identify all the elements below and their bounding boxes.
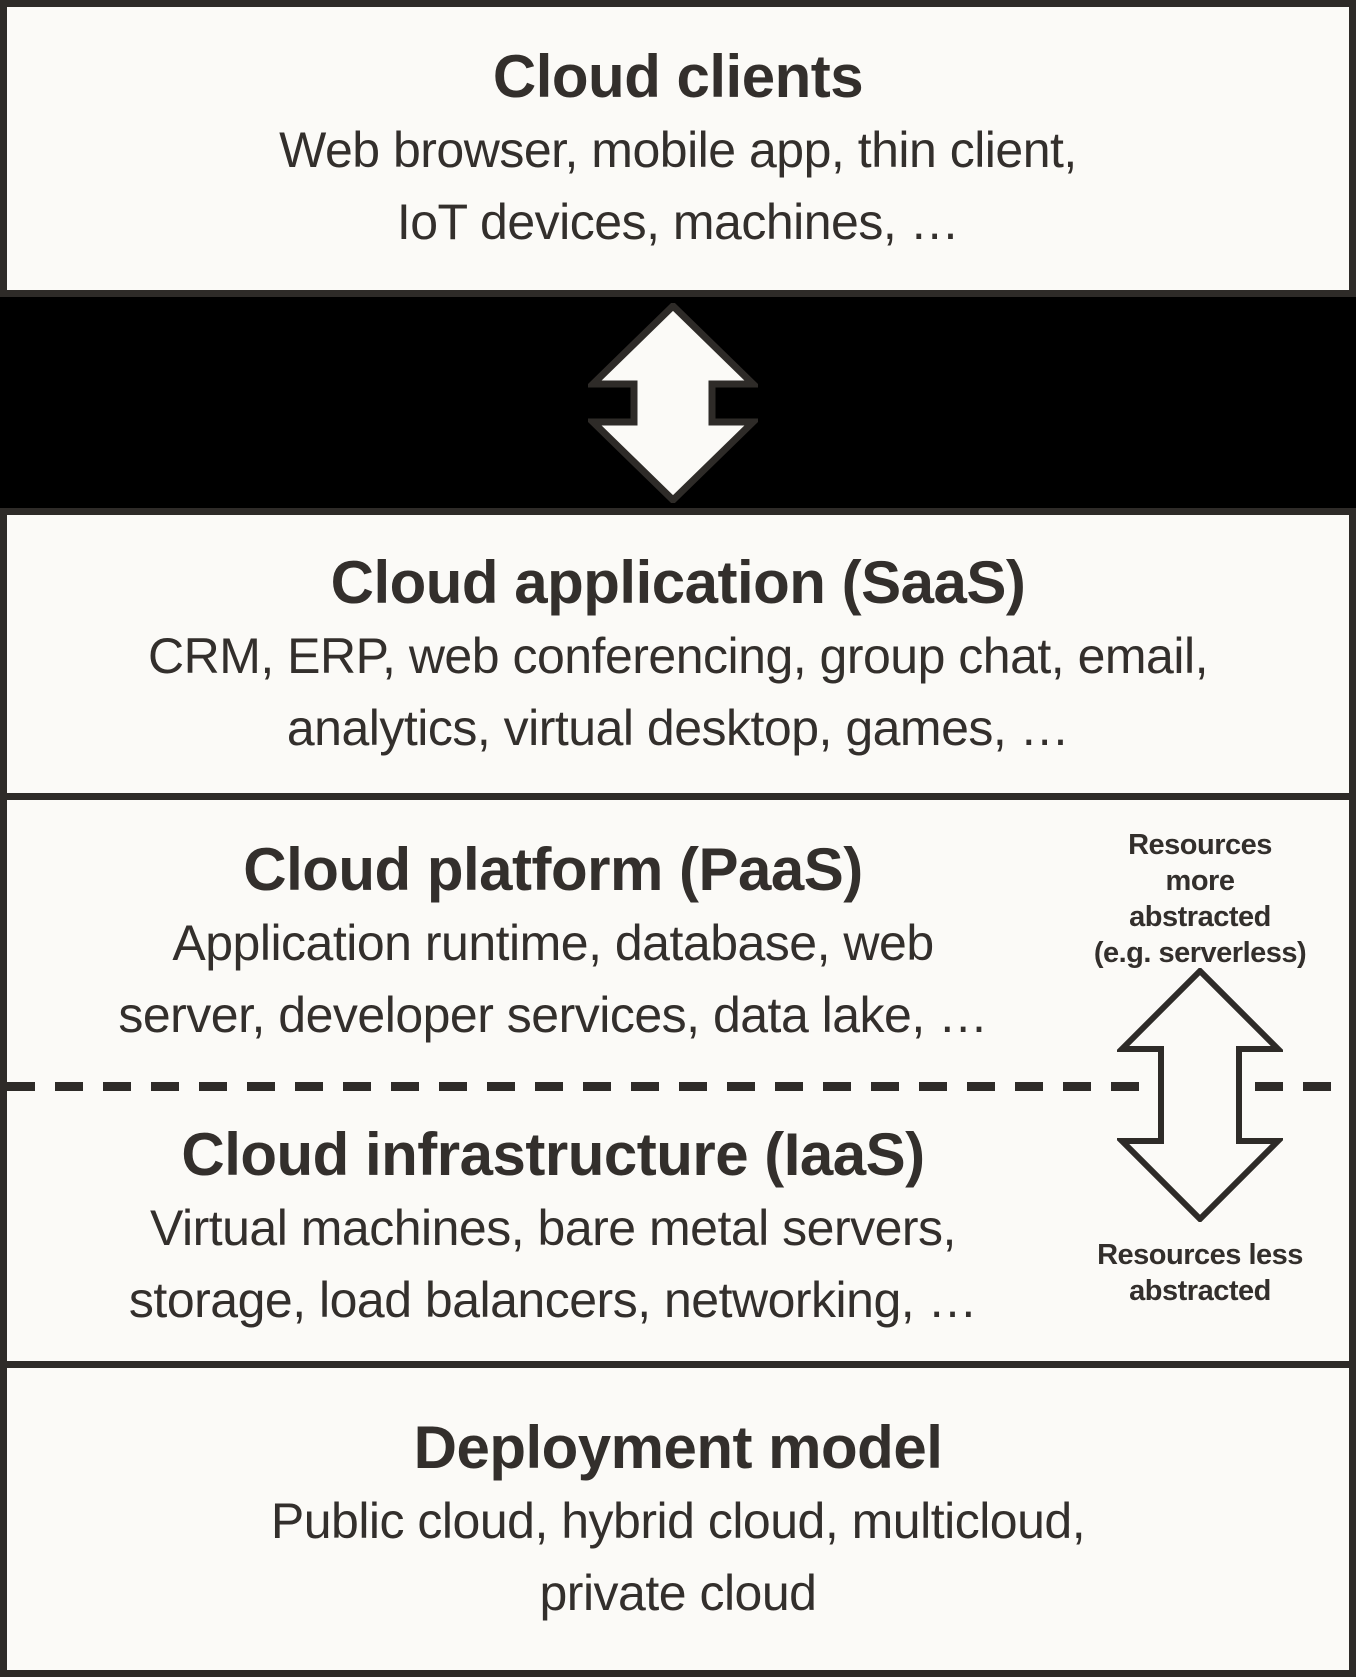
paas-body: Application runtime, database, web serve…	[118, 914, 988, 1043]
cloud-clients-title: Cloud clients	[492, 43, 864, 110]
paas-title: Cloud platform (PaaS)	[243, 835, 863, 903]
service-model-stack: Cloud application (SaaS) CRM, ERP, web c…	[0, 508, 1356, 1677]
iaas-title: Cloud infrastructure (IaaS)	[181, 1120, 925, 1188]
resources-less-abstracted-label: Resources less abstracted	[1097, 1239, 1303, 1307]
saas-body: CRM, ERP, web conferencing, group chat, …	[148, 627, 1208, 756]
saas-section: Cloud application (SaaS) CRM, ERP, web c…	[7, 515, 1349, 800]
clients-application-double-arrow-icon	[588, 303, 758, 503]
paas-iaas-dashed-divider	[7, 1082, 1349, 1091]
abstraction-level-double-arrow-icon	[1117, 968, 1283, 1222]
saas-title: Cloud application (SaaS)	[330, 548, 1026, 616]
resources-more-abstracted-label: Resources more abstracted (e.g. serverle…	[1093, 829, 1307, 969]
paas-section: Cloud platform (PaaS) Application runtim…	[7, 800, 1349, 1082]
cloud-clients-body: Web browser, mobile app, thin client, Io…	[279, 122, 1077, 250]
iaas-body: Virtual machines, bare metal servers, st…	[128, 1199, 978, 1328]
deployment-section: Deployment model Public cloud, hybrid cl…	[7, 1368, 1349, 1670]
deployment-body: Public cloud, hybrid cloud, multicloud, …	[270, 1492, 1086, 1621]
deployment-title: Deployment model	[413, 1413, 943, 1481]
iaas-section: Cloud infrastructure (IaaS) Virtual mach…	[7, 1091, 1349, 1368]
cloud-clients-box: Cloud clients Web browser, mobile app, t…	[0, 0, 1356, 297]
